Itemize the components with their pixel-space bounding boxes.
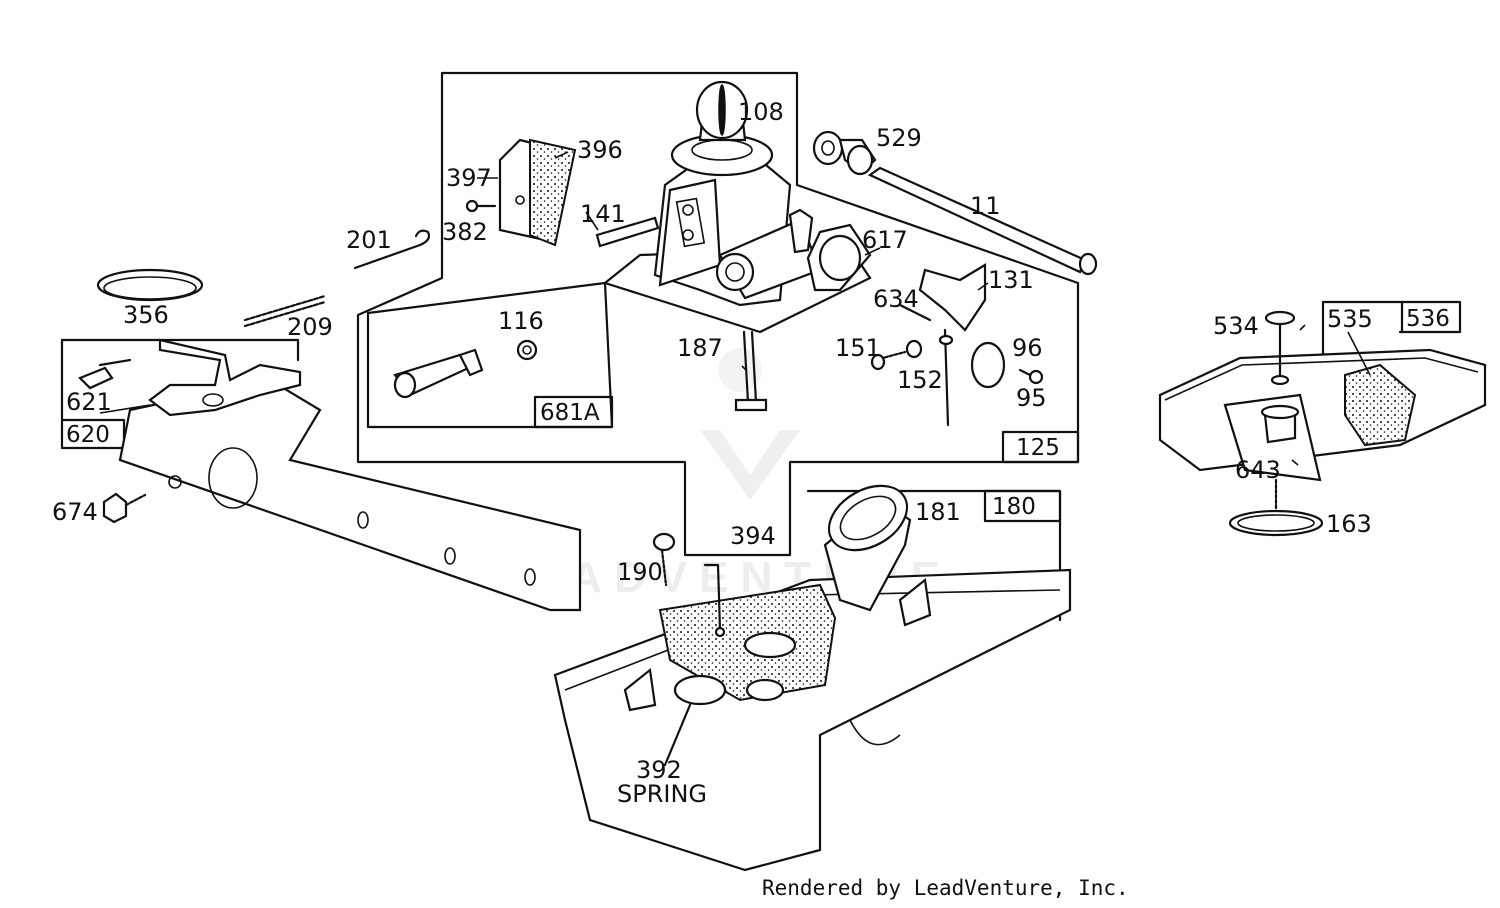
box-620-label-frame — [60, 418, 126, 450]
choke-bracket-397-396 — [465, 138, 577, 247]
air-cleaner-536 — [1158, 310, 1487, 482]
label-108: 108 — [738, 98, 784, 126]
governor-link-201 — [353, 229, 431, 270]
label-95: 95 — [1016, 384, 1047, 412]
label-201: 201 — [346, 226, 392, 254]
label-152: 152 — [897, 366, 943, 394]
label-535: 535 — [1327, 305, 1373, 333]
group-125-frame — [356, 71, 1080, 557]
label-163: 163 — [1326, 510, 1372, 538]
gasket-394 — [658, 563, 837, 706]
bracket-frame-621 — [60, 338, 300, 362]
label-634: 634 — [873, 285, 919, 313]
label-spring: SPRING — [617, 780, 707, 808]
control-plate-620 — [118, 338, 582, 612]
box-label-125: 125 — [1016, 435, 1060, 461]
label-190: 190 — [617, 558, 663, 586]
plug-116 — [393, 339, 538, 399]
label-394: 394 — [730, 522, 776, 550]
box-681a-label-frame — [533, 395, 614, 429]
label-11: 11 — [970, 192, 1001, 220]
screw-190 — [652, 532, 676, 587]
bolt-187 — [734, 330, 768, 412]
box-125-label-frame — [1001, 430, 1080, 464]
label-392: 392 — [636, 756, 682, 784]
screw-674 — [102, 492, 147, 524]
box-536-frame — [1321, 300, 1462, 334]
box-label-681a: 681A — [540, 400, 600, 426]
gasket-163 — [1228, 478, 1324, 537]
throttle-disc-96 — [970, 341, 1044, 389]
clip-621 — [78, 358, 132, 390]
label-674: 674 — [52, 498, 98, 526]
label-397: 397 — [446, 164, 492, 192]
label-621: 621 — [66, 388, 112, 416]
box-label-180: 180 — [992, 494, 1036, 520]
leader-lines — [99, 151, 1371, 466]
render-credit: Rendered by LeadVenture, Inc. — [762, 876, 1129, 900]
label-151: 151 — [835, 334, 881, 362]
box-label-536: 536 — [1406, 306, 1450, 332]
label-116: 116 — [498, 307, 544, 335]
label-96: 96 — [1012, 334, 1043, 362]
label-617: 617 — [862, 226, 908, 254]
label-396: 396 — [577, 136, 623, 164]
part-labels: 108 396 397 382 201 141 529 11 617 131 6… — [52, 98, 1450, 808]
spring-392-leader — [663, 703, 692, 767]
carburetor-body — [602, 80, 872, 334]
box-180-label-frame — [983, 489, 1062, 523]
label-382: 382 — [442, 218, 488, 246]
label-534: 534 — [1213, 312, 1259, 340]
throttle-shaft-131-634 — [898, 263, 987, 427]
ring-356 — [96, 268, 204, 302]
label-131: 131 — [988, 266, 1034, 294]
fuel-pipe-11-529 — [812, 130, 1098, 276]
label-356: 356 — [123, 301, 169, 329]
label-141: 141 — [580, 200, 626, 228]
label-529: 529 — [876, 124, 922, 152]
label-620: 620 — [66, 422, 110, 448]
label-187: 187 — [677, 334, 723, 362]
label-643: 643 — [1235, 456, 1281, 484]
spring-209 — [243, 294, 327, 322]
label-181: 181 — [915, 498, 961, 526]
idle-screw-151-152 — [870, 339, 923, 371]
label-209: 209 — [287, 313, 333, 341]
pin-141 — [595, 216, 660, 248]
